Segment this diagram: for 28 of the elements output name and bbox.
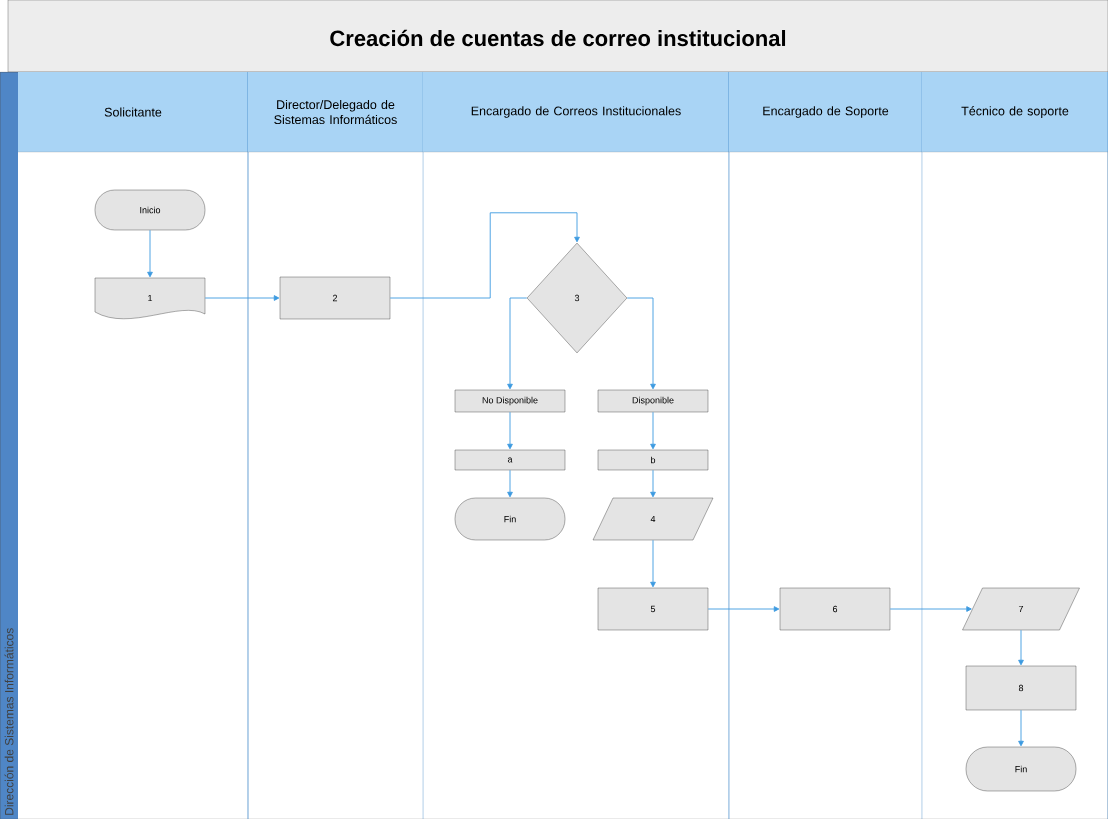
arrow	[626, 297, 656, 390]
process-box: No Disponible	[454, 389, 566, 413]
data-parallelogram: 4	[592, 497, 714, 541]
process-box: 8	[965, 665, 1077, 711]
title-band: Creación de cuentas de correo institucional	[7, 0, 1108, 73]
process-box: b	[597, 449, 709, 471]
arrow	[889, 606, 972, 612]
arrow	[507, 469, 513, 498]
arrow	[389, 212, 580, 299]
process-box: 2	[279, 276, 391, 320]
arrow	[507, 297, 528, 390]
arrow	[707, 606, 780, 612]
arrow	[1018, 709, 1024, 747]
process-box: Disponible	[597, 389, 709, 413]
arrow	[1018, 629, 1024, 666]
arrow	[650, 539, 656, 588]
terminator: Inicio	[94, 189, 206, 231]
arrow	[507, 411, 513, 450]
arrow	[147, 229, 153, 278]
data-parallelogram: 7	[962, 587, 1080, 631]
terminator: Fin	[965, 746, 1077, 792]
terminator: Fin	[454, 497, 566, 541]
arrow	[650, 411, 656, 450]
process-box: a	[454, 449, 566, 471]
arrow	[204, 295, 280, 301]
arrow	[650, 469, 656, 498]
process-box: 6	[779, 587, 891, 631]
process-box: 5	[597, 587, 709, 631]
